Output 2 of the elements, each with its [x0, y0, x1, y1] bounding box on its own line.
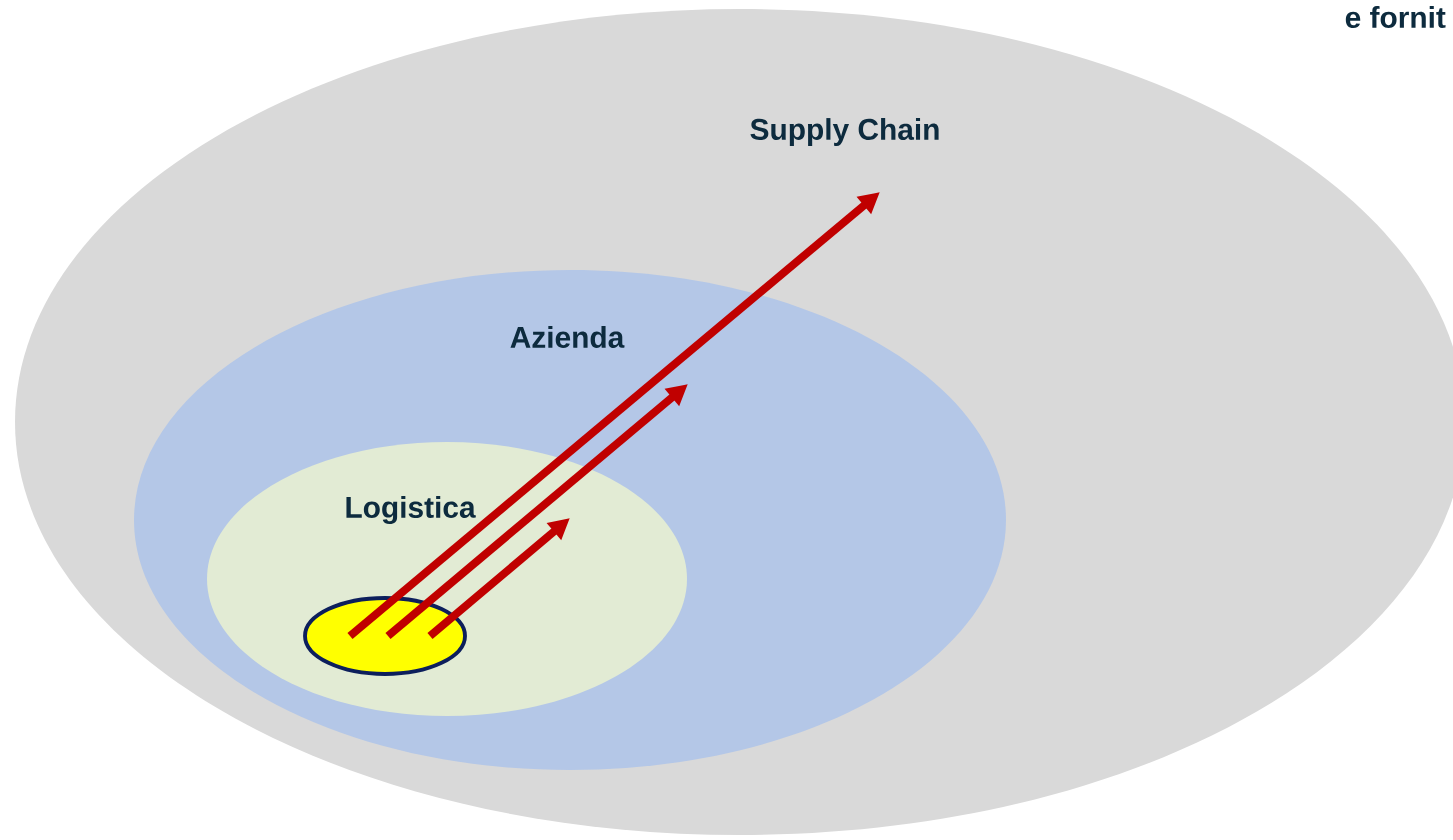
core-ellipse [303, 596, 467, 676]
heading-text: e fornit [1345, 6, 1446, 29]
